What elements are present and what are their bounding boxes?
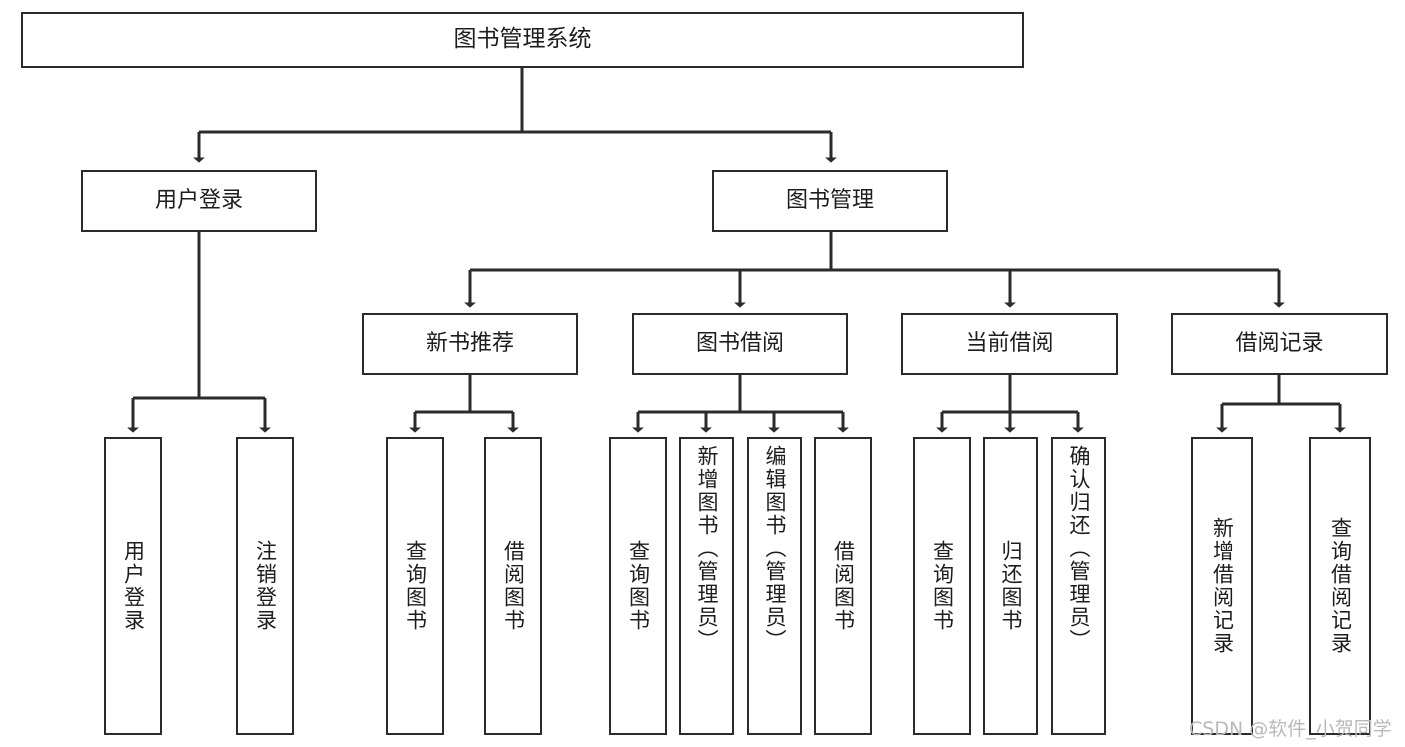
leaf-query-book-current[interactable]: 查询图书 bbox=[913, 437, 971, 735]
node-label: 用户登录 bbox=[121, 540, 146, 632]
node-book-management[interactable]: 图书管理 bbox=[712, 170, 948, 232]
node-new-book-recommend[interactable]: 新书推荐 bbox=[362, 313, 578, 375]
leaf-add-borrow-record[interactable]: 新增借阅记录 bbox=[1191, 437, 1253, 735]
node-label: 查询图书 bbox=[626, 540, 651, 632]
leaf-return-book[interactable]: 归还图书 bbox=[983, 437, 1038, 735]
leaf-query-book-borrow[interactable]: 查询图书 bbox=[609, 437, 667, 735]
leaf-borrow-book[interactable]: 借阅图书 bbox=[814, 437, 872, 735]
node-book-borrow[interactable]: 图书借阅 bbox=[632, 313, 848, 375]
node-label: 新增借阅记录 bbox=[1210, 517, 1235, 655]
leaf-logout[interactable]: 注销登录 bbox=[236, 437, 294, 735]
node-root-system[interactable]: 图书管理系统 bbox=[21, 12, 1024, 68]
node-label: 新增图书（管理员） bbox=[695, 445, 719, 652]
leaf-borrow-book-recommend[interactable]: 借阅图书 bbox=[484, 437, 542, 735]
watermark-text: CSDN @软件_小贺同学 bbox=[1189, 718, 1392, 740]
leaf-query-book-recommend[interactable]: 查询图书 bbox=[386, 437, 444, 735]
node-label: 借阅记录 bbox=[1235, 331, 1324, 357]
node-label: 编辑图书（管理员） bbox=[763, 445, 787, 652]
node-label: 查询图书 bbox=[930, 540, 955, 632]
leaf-edit-book-admin[interactable]: 编辑图书（管理员） bbox=[747, 437, 802, 735]
node-label: 确认归还（管理员） bbox=[1067, 445, 1091, 652]
node-label: 归还图书 bbox=[999, 540, 1023, 632]
leaf-user-login[interactable]: 用户登录 bbox=[104, 437, 162, 735]
node-label: 注销登录 bbox=[253, 540, 278, 632]
node-label: 借阅图书 bbox=[501, 540, 526, 632]
node-label: 图书管理系统 bbox=[453, 26, 592, 53]
leaf-query-borrow-record[interactable]: 查询借阅记录 bbox=[1309, 437, 1371, 735]
node-label: 查询图书 bbox=[403, 540, 428, 632]
node-label: 借阅图书 bbox=[831, 540, 856, 632]
node-label: 图书借阅 bbox=[695, 331, 784, 357]
node-user-login[interactable]: 用户登录 bbox=[81, 170, 317, 232]
node-label: 当前借阅 bbox=[965, 331, 1054, 357]
leaf-add-book-admin[interactable]: 新增图书（管理员） bbox=[679, 437, 734, 735]
node-current-borrow[interactable]: 当前借阅 bbox=[901, 313, 1118, 375]
node-label: 新书推荐 bbox=[425, 331, 514, 357]
node-borrow-records[interactable]: 借阅记录 bbox=[1171, 313, 1388, 375]
node-label: 查询借阅记录 bbox=[1328, 517, 1353, 655]
node-label: 用户登录 bbox=[154, 188, 243, 214]
leaf-confirm-return-admin[interactable]: 确认归还（管理员） bbox=[1051, 437, 1106, 735]
node-label: 图书管理 bbox=[785, 188, 874, 214]
